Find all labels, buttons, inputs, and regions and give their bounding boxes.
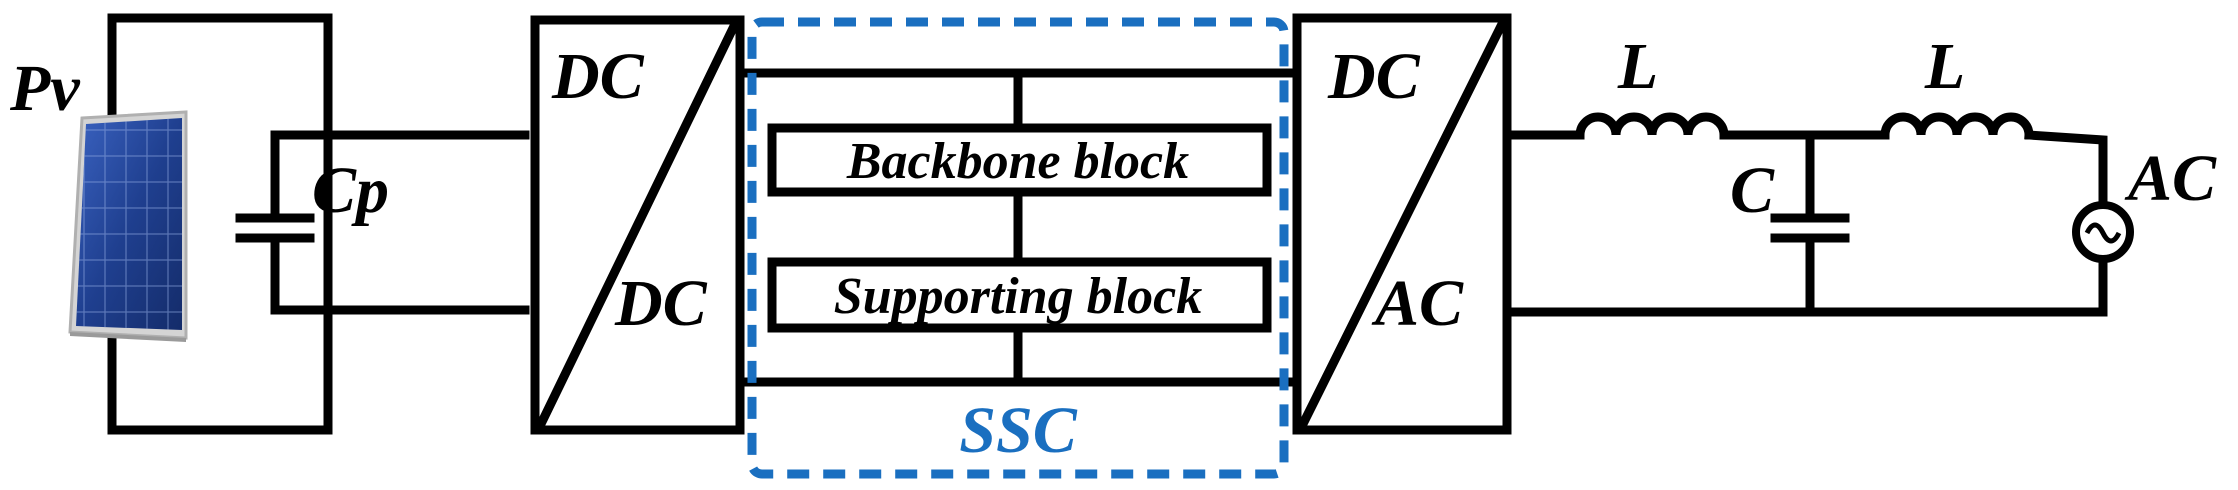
ac-source-icon (2072, 201, 2134, 263)
supporting-block-label: Supporting block (834, 268, 1202, 325)
ac-source-label: AC (2124, 142, 2217, 215)
solar-panel-icon (68, 110, 188, 342)
pv-label: Pv (9, 52, 80, 125)
inductor-2-label: L (1924, 30, 1965, 103)
dcac-inverter (1292, 13, 1512, 435)
ssc-bus (735, 68, 1302, 387)
dcac-top-label: DC (1327, 40, 1421, 113)
dcdc-bottom-label: DC (614, 267, 708, 340)
cp-label: Cp (312, 154, 389, 227)
ssc-boundary-frame (747, 17, 1289, 479)
dcdc-top-label: DC (551, 40, 645, 113)
pv-loop-wiring (107, 13, 333, 435)
dcac-bottom-label: AC (1371, 267, 1464, 340)
supporting-block: Supporting block (767, 257, 1272, 333)
inductor-1-coil (1575, 112, 1729, 140)
filter-cap-label: C (1730, 154, 1775, 227)
inductor-2-coil (1880, 112, 2034, 140)
backbone-block: Backbone block (767, 123, 1272, 197)
ssc-label: SSC (959, 394, 1077, 467)
cp-capacitor (235, 130, 530, 315)
inductor-1-label: L (1617, 30, 1658, 103)
dcdc-converter (530, 15, 745, 435)
backbone-block-label: Backbone block (846, 133, 1189, 190)
lcl-filter (1502, 112, 2108, 317)
